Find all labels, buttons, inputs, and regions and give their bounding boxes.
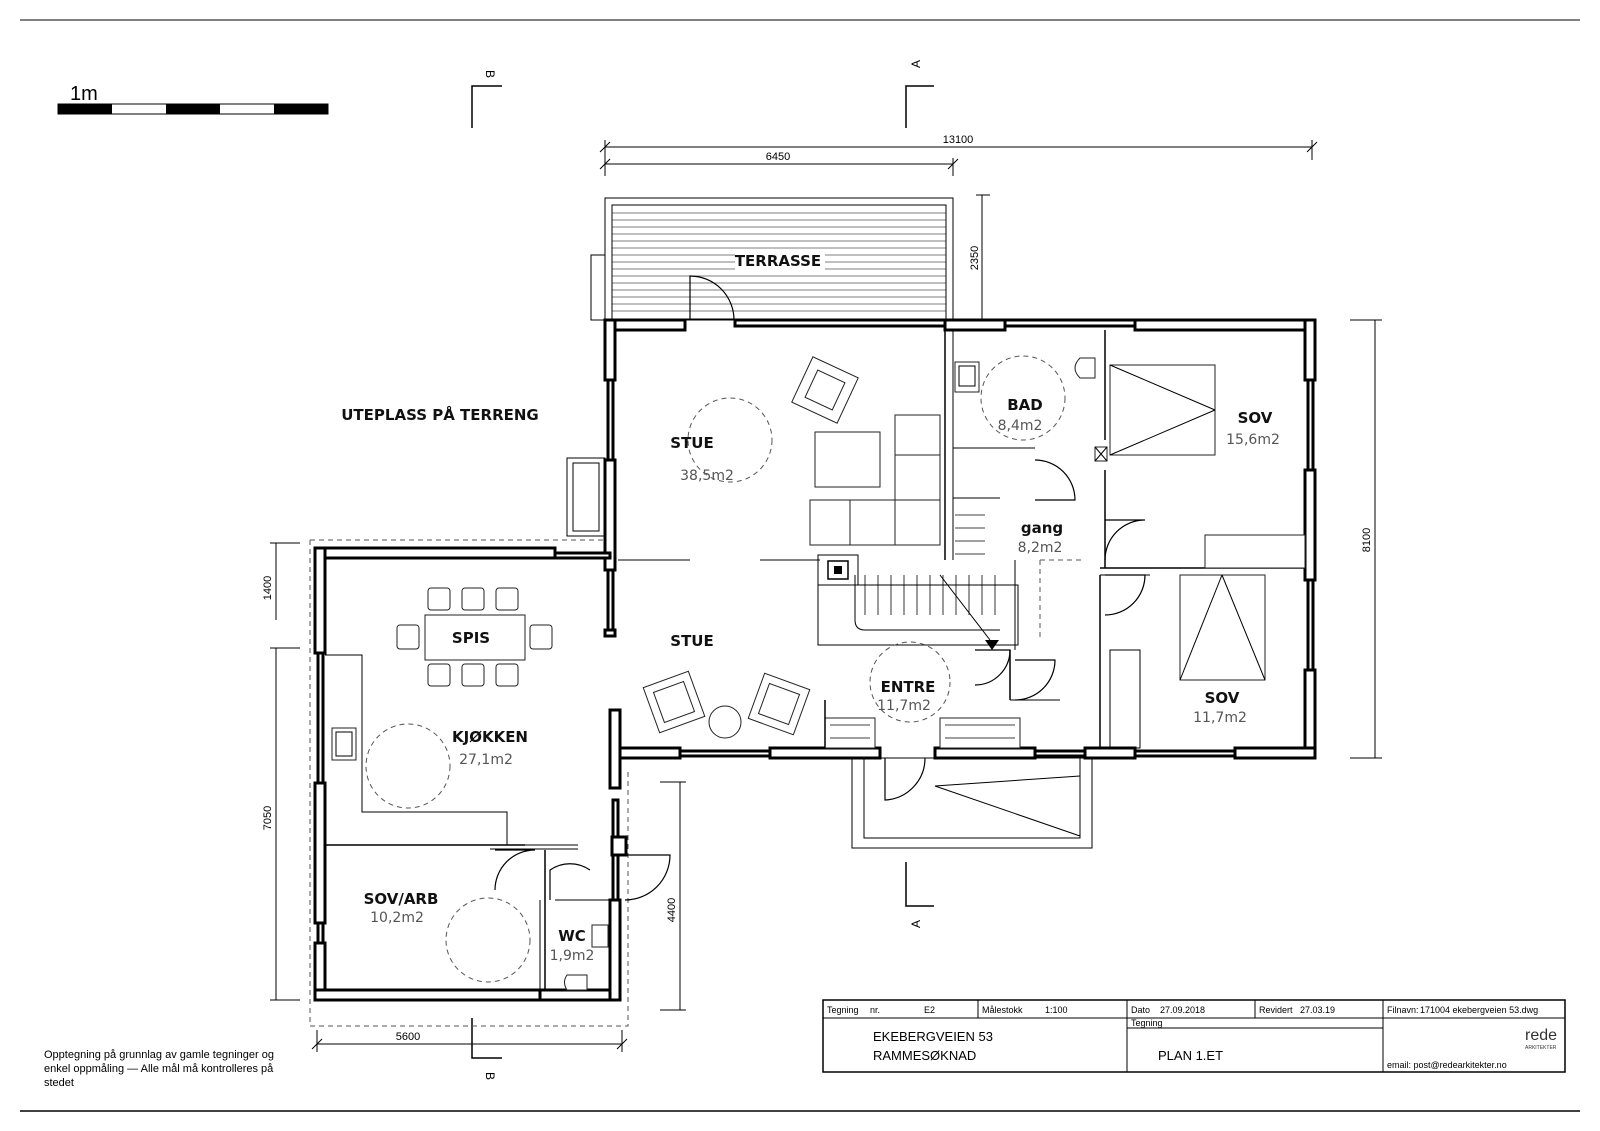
- room-area-bad: 8,4m2: [998, 418, 1043, 434]
- room-area-sov-arb: 10,2m2: [370, 910, 424, 926]
- wardrobe-left: [824, 717, 876, 749]
- room-name-sov-upper: SOV: [1238, 409, 1273, 427]
- room-name-sov-lower: SOV: [1205, 689, 1240, 707]
- wc-toilet: [564, 974, 588, 991]
- svg-text:Dato: Dato: [1131, 1005, 1150, 1015]
- room-name-entre: ENTRE: [881, 678, 936, 696]
- architect-logo: rede ARKITEKTER: [1525, 1027, 1557, 1051]
- patio-label: UTEPLASS PÅ TERRENG: [341, 405, 539, 424]
- dimension-terrace-depth: 2350: [969, 194, 990, 321]
- terrace-deck-boards: [612, 212, 946, 312]
- svg-text:1400: 1400: [262, 576, 274, 600]
- svg-text:rede: rede: [1525, 1027, 1557, 1044]
- main-entrance-door: [884, 757, 926, 801]
- dimension-top-partial: 6450: [599, 151, 959, 176]
- drawing-title: PLAN 1.ET: [1158, 1048, 1223, 1063]
- svg-text:5600: 5600: [396, 1031, 420, 1043]
- dimension-right-total: 8100: [1350, 319, 1382, 759]
- room-name-spis: SPIS: [452, 629, 490, 647]
- wc-sink: [591, 924, 609, 948]
- room-name-stue-lower: STUE: [670, 632, 713, 650]
- section-marker-a-bottom: A: [905, 862, 934, 928]
- room-labels: STUE 38,5m2 BAD 8,4m2 SOV 15,6m2 gang 8,…: [364, 396, 1280, 964]
- living-room-turning-circle: [687, 397, 773, 483]
- svg-text:Opptegning på grunnlag av gaml: Opptegning på grunnlag av gamle tegninge…: [44, 1049, 274, 1061]
- svg-text:Tegning: Tegning: [1131, 1018, 1163, 1028]
- svg-text:Revidert: Revidert: [1259, 1005, 1293, 1015]
- scale-bar: 1m: [57, 83, 329, 115]
- svg-text:13100: 13100: [943, 134, 974, 146]
- exterior-walls: [313, 318, 1317, 1002]
- room-area-kjokken: 27,1m2: [459, 752, 513, 768]
- doors: [494, 275, 1146, 901]
- svg-text:nr.: nr.: [870, 1005, 880, 1015]
- section-marker-b-bottom: B: [471, 1018, 502, 1080]
- interior-walls: [325, 330, 1305, 990]
- svg-text:Tegning: Tegning: [827, 1005, 859, 1015]
- dimension-left-lower: 7050: [262, 647, 300, 1001]
- contact-email: email: post@redearkitekter.no: [1387, 1060, 1507, 1070]
- survey-note: Opptegning på grunnlag av gamle tegninge…: [44, 1049, 274, 1089]
- section-marker-b-top: B: [471, 70, 502, 128]
- room-name-wc: WC: [558, 927, 586, 945]
- svg-text:ARKITEKTER: ARKITEKTER: [1525, 1045, 1557, 1051]
- coffee-table: [814, 431, 881, 488]
- dimension-top-total: 13100: [599, 134, 1318, 160]
- svg-text:4400: 4400: [666, 898, 678, 922]
- svg-text:27.03.19: 27.03.19: [1300, 1005, 1335, 1015]
- side-table: [708, 705, 742, 739]
- svg-text:2350: 2350: [969, 246, 981, 270]
- dimension-bottom: 5600: [311, 1030, 628, 1052]
- bed-sov-upper: [1109, 364, 1216, 456]
- project-purpose: RAMMESØKNAD: [873, 1048, 976, 1063]
- kitchen-wing-outline: [309, 540, 629, 1027]
- svg-text:7050: 7050: [262, 806, 274, 830]
- room-area-sov-upper: 15,6m2: [1226, 432, 1280, 448]
- svg-text:171004 ekebergveien 53.dwg: 171004 ekebergveien 53.dwg: [1420, 1005, 1538, 1015]
- svg-text:27.09.2018: 27.09.2018: [1160, 1005, 1205, 1015]
- room-area-stue-upper: 38,5m2: [680, 468, 734, 484]
- svg-text:enkel oppmåling — Alle mål må: enkel oppmåling — Alle mål må kontroller…: [44, 1063, 274, 1075]
- svg-text:A: A: [909, 60, 923, 68]
- dimension-left-upper: 1400: [262, 542, 300, 620]
- staircase: [817, 514, 1019, 650]
- svg-text:1:100: 1:100: [1045, 1005, 1068, 1015]
- terrace-label: TERRASSE: [735, 252, 821, 270]
- room-name-kjokken: KJØKKEN: [452, 728, 528, 746]
- entrance-canopy: [851, 757, 1093, 849]
- furniture: [325, 355, 1306, 991]
- terrace: TERRASSE: [590, 197, 954, 321]
- room-area-wc: 1,9m2: [550, 948, 595, 964]
- svg-text:stedet: stedet: [44, 1077, 74, 1089]
- svg-text:8100: 8100: [1361, 528, 1373, 552]
- room-area-gang: 8,2m2: [1018, 540, 1063, 556]
- bed-sov-lower: [1179, 574, 1266, 681]
- svg-text:B: B: [483, 1072, 497, 1080]
- room-name-sov-arb: SOV/ARB: [364, 890, 439, 908]
- svg-text:A: A: [909, 920, 923, 928]
- scale-bar-label: 1m: [70, 83, 98, 105]
- room-name-stue-upper: STUE: [670, 434, 713, 452]
- toilet-bathroom: [1074, 357, 1096, 379]
- wardrobe-right: [939, 717, 1021, 749]
- terrace-door: [689, 275, 735, 321]
- svg-text:B: B: [483, 70, 497, 78]
- room-area-sov-lower: 11,7m2: [1193, 710, 1247, 726]
- title-block: Tegning nr. E2 Målestokk 1:100 Dato 27.0…: [822, 999, 1566, 1073]
- room-area-entre: 11,7m2: [877, 698, 931, 714]
- project-name: EKEBERGVEIEN 53: [873, 1029, 993, 1044]
- room-name-bad: BAD: [1007, 396, 1043, 414]
- dimension-inner-vertical: 4400: [660, 781, 686, 1011]
- svg-text:6450: 6450: [766, 151, 790, 163]
- svg-text:E2: E2: [924, 1005, 935, 1015]
- svg-text:Målestokk: Målestokk: [982, 1005, 1023, 1015]
- kitchen-counter: [325, 654, 508, 845]
- svg-text:Filnavn:: Filnavn:: [1387, 1005, 1419, 1015]
- room-name-gang: gang: [1021, 519, 1063, 537]
- section-marker-a-top: A: [905, 60, 934, 128]
- dining-table: [424, 614, 526, 661]
